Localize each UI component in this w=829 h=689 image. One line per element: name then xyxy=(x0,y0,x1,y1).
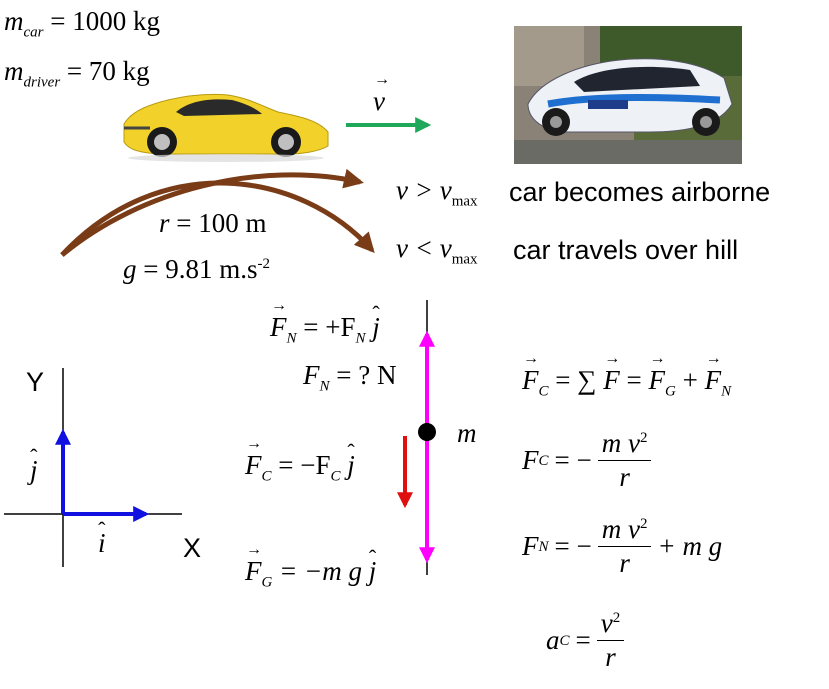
sports-car-icon xyxy=(123,93,329,162)
airborne-text: car becomes airborne xyxy=(509,177,771,207)
rally-car-photo xyxy=(514,26,742,164)
x-axis-label: X xyxy=(183,533,202,563)
over-hill-text: car travels over hill xyxy=(513,235,739,265)
centripetal-sum-equation: FC = ∑ F = FG + FN xyxy=(522,350,731,399)
velocity-label: v xyxy=(373,71,385,117)
driver-mass-label: mdriver = 70 kg xyxy=(4,56,150,91)
mass-point xyxy=(418,423,436,441)
car-mass-label: mcar = 1000 kg xyxy=(4,6,160,41)
trajectory-over-hill xyxy=(60,180,375,257)
i-hat-label: i xyxy=(98,517,106,559)
mass-label: m xyxy=(457,418,477,448)
j-hat-label: j xyxy=(30,444,38,486)
y-axis-label: Y xyxy=(26,367,45,397)
over-hill-condition: v < vmax xyxy=(396,233,478,268)
airborne-condition: v > vmax xyxy=(396,175,478,210)
normal-force-vector-label: FN = +FN j xyxy=(270,297,380,346)
gravity-force-vector-label: FG = −m g j xyxy=(245,541,376,590)
gravity-label: g = 9.81 m.s-2 xyxy=(123,254,270,284)
normal-force-magnitude-label: FN = ? N xyxy=(303,360,397,395)
centripetal-force-vector-label: FC = −FC j xyxy=(245,435,355,484)
radius-label: r = 100 m xyxy=(159,208,267,238)
